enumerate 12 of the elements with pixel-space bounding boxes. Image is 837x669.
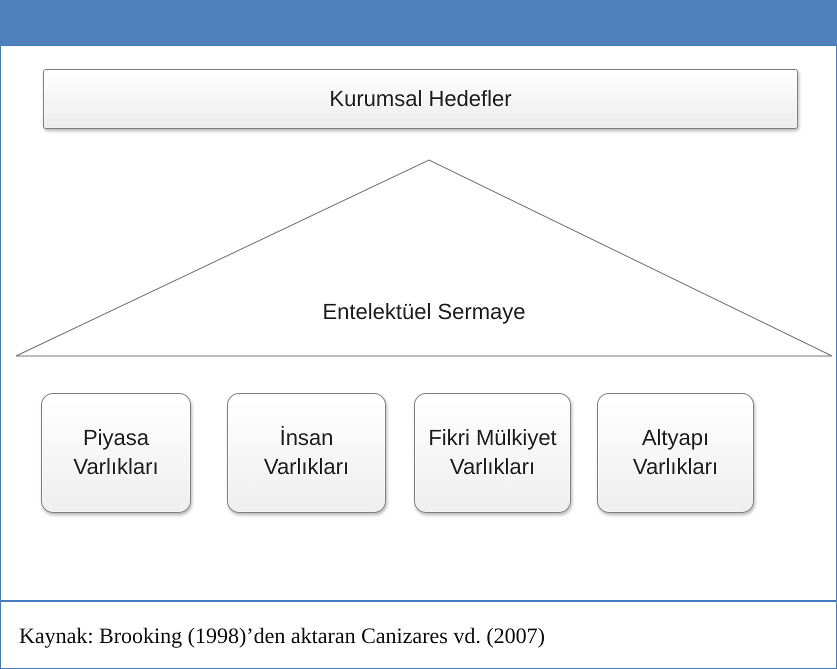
goal-bar	[43, 69, 798, 129]
node-label: Fikri Mülkiyet Varlıkları	[427, 424, 558, 481]
asset-box	[414, 393, 571, 513]
node-label: Entelektüel Sermaye	[322, 298, 526, 326]
node-label: İnsan Varlıkları	[262, 424, 350, 481]
caption: Kaynak: Brooking (1998)’den aktaran Canizares vd. (2007)	[19, 623, 546, 649]
node-label: Piyasa Varlıkları	[72, 424, 160, 481]
node-label: Kurumsal Hedefler	[329, 84, 512, 113]
asset-box	[41, 393, 191, 513]
asset-box	[227, 393, 386, 513]
node-label: Altyapı Varlıkları	[632, 424, 720, 481]
asset-box	[597, 393, 754, 513]
